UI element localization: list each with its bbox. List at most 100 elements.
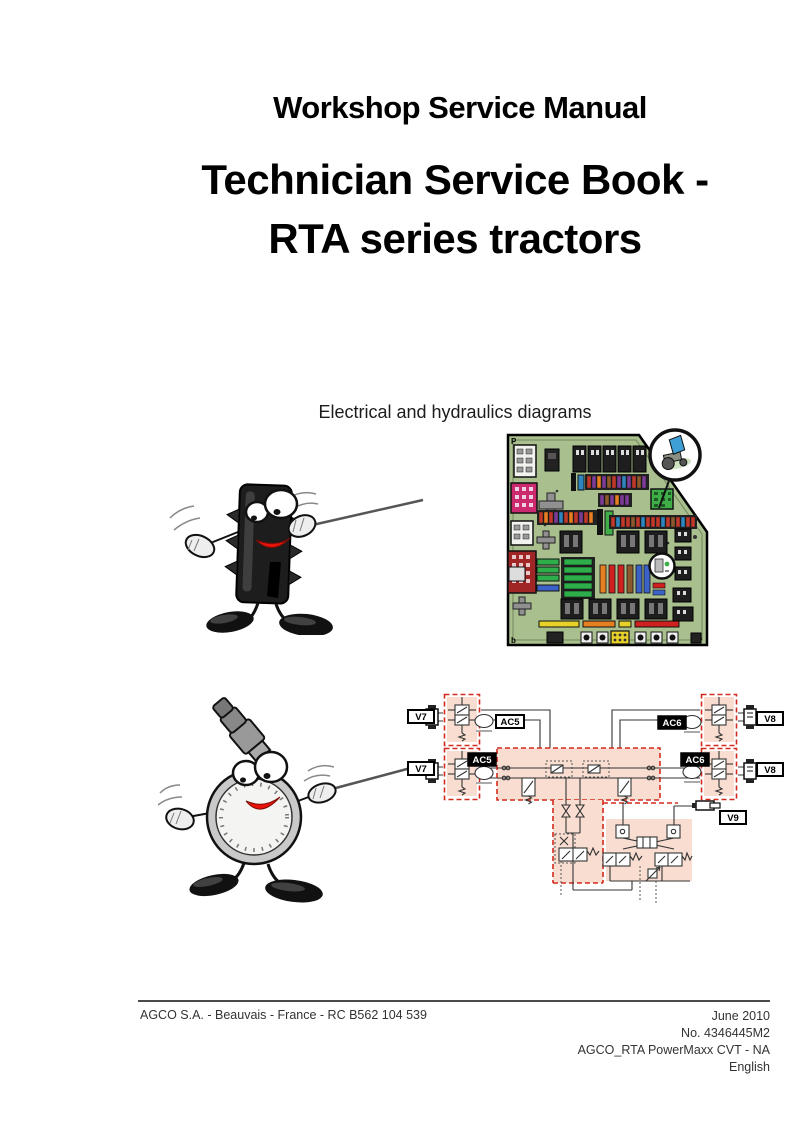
cylinder-v9	[692, 800, 721, 811]
label-v7-bottom: V7	[407, 761, 435, 776]
connector-mascot-illustration	[169, 483, 424, 635]
svg-text:AC5: AC5	[472, 755, 492, 766]
footer-date: June 2010	[711, 1009, 770, 1023]
footer-language: English	[729, 1060, 770, 1074]
valve-unit-top-left	[443, 693, 481, 747]
pcb-relay-row-a	[559, 530, 668, 554]
pcb-highlight-circle	[648, 552, 676, 580]
pcb-connector-slot	[548, 453, 556, 459]
motion-arcs-left	[169, 505, 201, 531]
port-cylinder-right-top	[743, 704, 757, 730]
solenoid-valve-right	[654, 851, 693, 867]
page-title-line2: RTA series tractors	[268, 215, 642, 262]
pcb-bar-black-2	[597, 509, 603, 535]
svg-text:V8: V8	[764, 765, 776, 776]
svg-text:AC5: AC5	[500, 717, 520, 728]
motion-arcs-left	[158, 784, 183, 806]
left-glove	[165, 807, 195, 831]
pilot-valve-box-right	[582, 760, 610, 778]
gauge-handle	[212, 697, 272, 763]
pcb-green-bars-a	[536, 558, 560, 592]
footer-company-line: AGCO S.A. - Beauvais - France - RC B562 …	[140, 1008, 427, 1022]
hanging-valve-left	[521, 777, 536, 805]
orifice-symbols	[501, 765, 656, 781]
solenoid-valve-left	[602, 851, 643, 867]
pilot-dashed-box	[554, 833, 576, 864]
gauge-body	[205, 768, 303, 866]
pcb-mini-pair	[652, 582, 666, 596]
label-v8-top: V8	[756, 711, 784, 726]
svg-text:V9: V9	[727, 813, 739, 824]
page-title-line1: Technician Service Book -	[201, 156, 709, 203]
pcb-bottom-bars	[538, 620, 680, 628]
label-ac5-top: AC5	[495, 714, 525, 729]
pcb-bar-blue	[577, 474, 585, 491]
lower-valve-block	[602, 802, 696, 903]
stem-block	[552, 778, 633, 897]
pcb-fuse-row-long	[609, 515, 697, 529]
hydraulic-diagram-illustration: V7 V7 AC5 AC5 AC6 AC6 V8 V8	[407, 693, 784, 903]
pcb-relay-row-b	[560, 598, 668, 620]
stem-solenoid-valve	[558, 846, 600, 862]
pcb-connector-white-a	[513, 444, 537, 478]
footer-publication-info: June 2010 No. 4346445M2 AGCO_RTA PowerMa…	[578, 1008, 770, 1076]
relief-valve	[645, 866, 661, 882]
mouth	[255, 537, 291, 548]
pcb-fuse-row-3	[537, 510, 597, 525]
document-type-title: Workshop Service Manual	[273, 90, 647, 125]
right-glove	[287, 514, 317, 538]
hanging-valve-right	[617, 777, 632, 805]
legs	[231, 862, 281, 885]
pointer-stick	[307, 498, 424, 528]
eyes	[244, 488, 299, 524]
right-glove	[307, 782, 337, 804]
pilot-valve-box-left	[545, 760, 573, 778]
footer-model: AGCO_RTA PowerMaxx CVT - NA	[577, 1043, 770, 1057]
label-ac6-bottom: AC6	[680, 752, 710, 767]
feet	[189, 873, 323, 903]
svg-text:AC6: AC6	[685, 755, 704, 766]
central-valve-block	[496, 747, 661, 805]
accumulator-ovals	[474, 713, 702, 784]
svg-text:AC6: AC6	[662, 718, 681, 729]
valve-unit-top-right	[700, 693, 738, 747]
pcb-marker-p: P	[511, 437, 517, 446]
pcb-right-column-pins	[677, 532, 687, 614]
svg-text:V7: V7	[415, 764, 427, 775]
svg-text:V7: V7	[415, 712, 427, 723]
tractor-icon	[661, 434, 692, 471]
label-ac5-bottom: AC5	[467, 752, 497, 767]
label-v7-top: V7	[407, 709, 435, 724]
pcb-cross-component-2	[536, 530, 556, 550]
pcb-bar-black	[571, 473, 576, 491]
pcb-connector-black-small	[544, 448, 560, 472]
mouth	[245, 796, 281, 810]
eyes	[231, 750, 289, 787]
pcb-connector-magenta	[510, 482, 538, 514]
left-glove	[184, 533, 216, 559]
left-arm	[207, 531, 239, 545]
label-v9: V9	[719, 810, 747, 825]
callout-leader-line	[658, 477, 671, 509]
label-v8-bottom: V8	[756, 762, 784, 777]
pcb-bottom-row	[546, 630, 702, 645]
motion-arcs-right	[303, 764, 335, 782]
fuse-board-illustration: P b	[506, 433, 709, 647]
tractor-callout	[648, 428, 702, 509]
pcb-marker-b: b	[511, 636, 516, 645]
port-cylinder-right-bottom	[743, 758, 757, 784]
gauge-mascot-illustration	[158, 697, 423, 903]
label-ac6-top: AC6	[657, 715, 687, 730]
page-title: Technician Service Book - RTA series trac…	[60, 150, 800, 268]
pcb-top-connector-row	[572, 445, 647, 473]
svg-text:V8: V8	[764, 714, 776, 725]
pcb-vertical-fuse-bars	[599, 564, 651, 594]
pcb-cross-component-3	[512, 596, 532, 616]
footer-divider	[138, 1000, 770, 1002]
pcb-green-bars-b	[561, 557, 595, 599]
pcb-fuse-row-2	[598, 493, 632, 507]
footer-publication-number: No. 4346445M2	[681, 1026, 770, 1040]
pcb-fuse-row-1	[585, 474, 649, 490]
pcb-connector-small-white	[508, 566, 526, 582]
